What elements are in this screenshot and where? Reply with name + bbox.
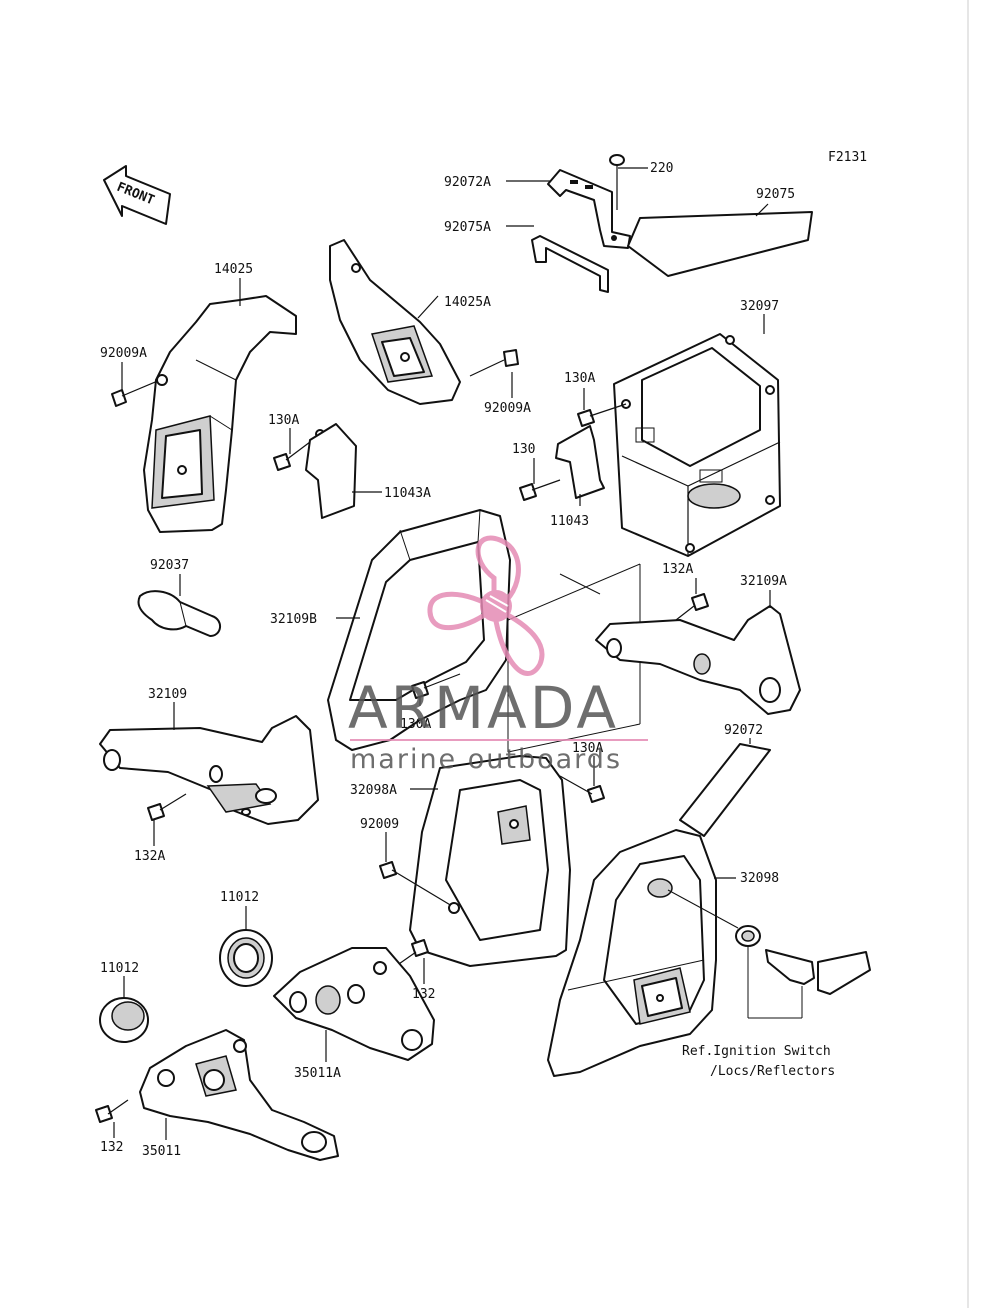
part-92072a-bracket	[547, 169, 631, 249]
label-32098a: 32098A	[350, 783, 397, 798]
label-32097: 32097	[740, 299, 779, 314]
label-220: 220	[650, 161, 673, 176]
label-35011: 35011	[142, 1144, 181, 1159]
part-32109-bracket	[99, 715, 319, 825]
label-92009: 92009	[360, 817, 399, 832]
label-11012-upper: 11012	[220, 890, 259, 905]
part-35011-bracket	[139, 1029, 339, 1161]
label-130a-lower: 130A	[572, 741, 603, 756]
label-92009a-right: 92009A	[484, 401, 531, 416]
part-92009-bolt	[379, 861, 460, 914]
label-130a-mid: 130A	[400, 717, 431, 732]
label-92072a: 92072A	[444, 175, 491, 190]
part-11043-bracket	[555, 425, 605, 499]
part-32098a-inner-cover	[409, 755, 571, 967]
label-14025a: 14025A	[444, 295, 491, 310]
reference-note-line2: /Locs/Reflectors	[710, 1064, 835, 1079]
part-35011a-plate	[273, 947, 435, 1061]
label-130a-upper: 130A	[564, 371, 595, 386]
part-130a-bolt-upper	[577, 403, 627, 427]
part-11043a-bracket	[305, 423, 357, 519]
part-220-screw	[609, 154, 625, 210]
part-132-bolt-lower	[95, 1099, 129, 1123]
part-92009a-bolt-left	[111, 374, 168, 407]
front-arrow-icon: FRONT	[103, 165, 171, 225]
label-132-upper: 132	[412, 987, 435, 1002]
label-130: 130	[512, 442, 535, 457]
label-32109b: 32109B	[270, 612, 317, 627]
label-14025: 14025	[214, 262, 253, 277]
part-130a-bolt-left	[273, 429, 325, 471]
part-132a-bolt-right	[675, 593, 709, 621]
label-32098: 32098	[740, 871, 779, 886]
label-132a-right: 132A	[662, 562, 693, 577]
watermark-tagline: marine outboards	[350, 744, 622, 775]
label-92075a: 92075A	[444, 220, 491, 235]
figure-code: F2131	[828, 150, 867, 165]
leader-lines	[113, 167, 771, 1140]
part-92075a-band	[531, 235, 609, 293]
part-130-bolt	[519, 479, 561, 501]
reference-note-line1: Ref.Ignition Switch	[682, 1044, 831, 1059]
part-14025-cover	[143, 295, 297, 533]
label-92072: 92072	[724, 723, 763, 738]
part-92037-clamp	[137, 590, 221, 637]
part-32098-outer-cover	[547, 829, 717, 1077]
watermark-brand: ARMADA	[348, 674, 619, 742]
part-132-bolt-upper	[395, 939, 429, 967]
label-92037: 92037	[150, 558, 189, 573]
part-32109a-bracket	[595, 605, 801, 715]
label-32109a: 32109A	[740, 574, 787, 589]
label-32109: 32109	[148, 687, 187, 702]
part-14025a-cover	[329, 239, 461, 405]
part-92009a-bolt-right	[469, 349, 519, 377]
part-11012-cap-lower	[99, 997, 149, 1043]
label-11043: 11043	[550, 514, 589, 529]
key-lock-icon	[667, 889, 871, 1019]
part-130a-bolt-lower	[559, 775, 605, 803]
label-130a-left: 130A	[268, 413, 299, 428]
label-35011a: 35011A	[294, 1066, 341, 1081]
part-11012-grommet-upper	[219, 929, 273, 987]
part-130a-bolt-mid	[411, 673, 461, 699]
label-132a-left: 132A	[134, 849, 165, 864]
label-92009a-left: 92009A	[100, 346, 147, 361]
watermark-logo-icon	[427, 535, 545, 676]
label-92075: 92075	[756, 187, 795, 202]
part-92072-band	[679, 743, 771, 837]
label-132-lower: 132	[100, 1140, 123, 1155]
guide-lines	[507, 563, 641, 753]
watermark: ARMADA marine outboards	[348, 535, 648, 775]
label-11043a: 11043A	[384, 486, 431, 501]
part-32097-battery-case	[613, 333, 781, 557]
part-92075-pad	[627, 211, 813, 277]
label-11012-lower: 11012	[100, 961, 139, 976]
part-132a-bolt-left	[147, 793, 187, 821]
part-32109b-frame	[327, 509, 511, 751]
